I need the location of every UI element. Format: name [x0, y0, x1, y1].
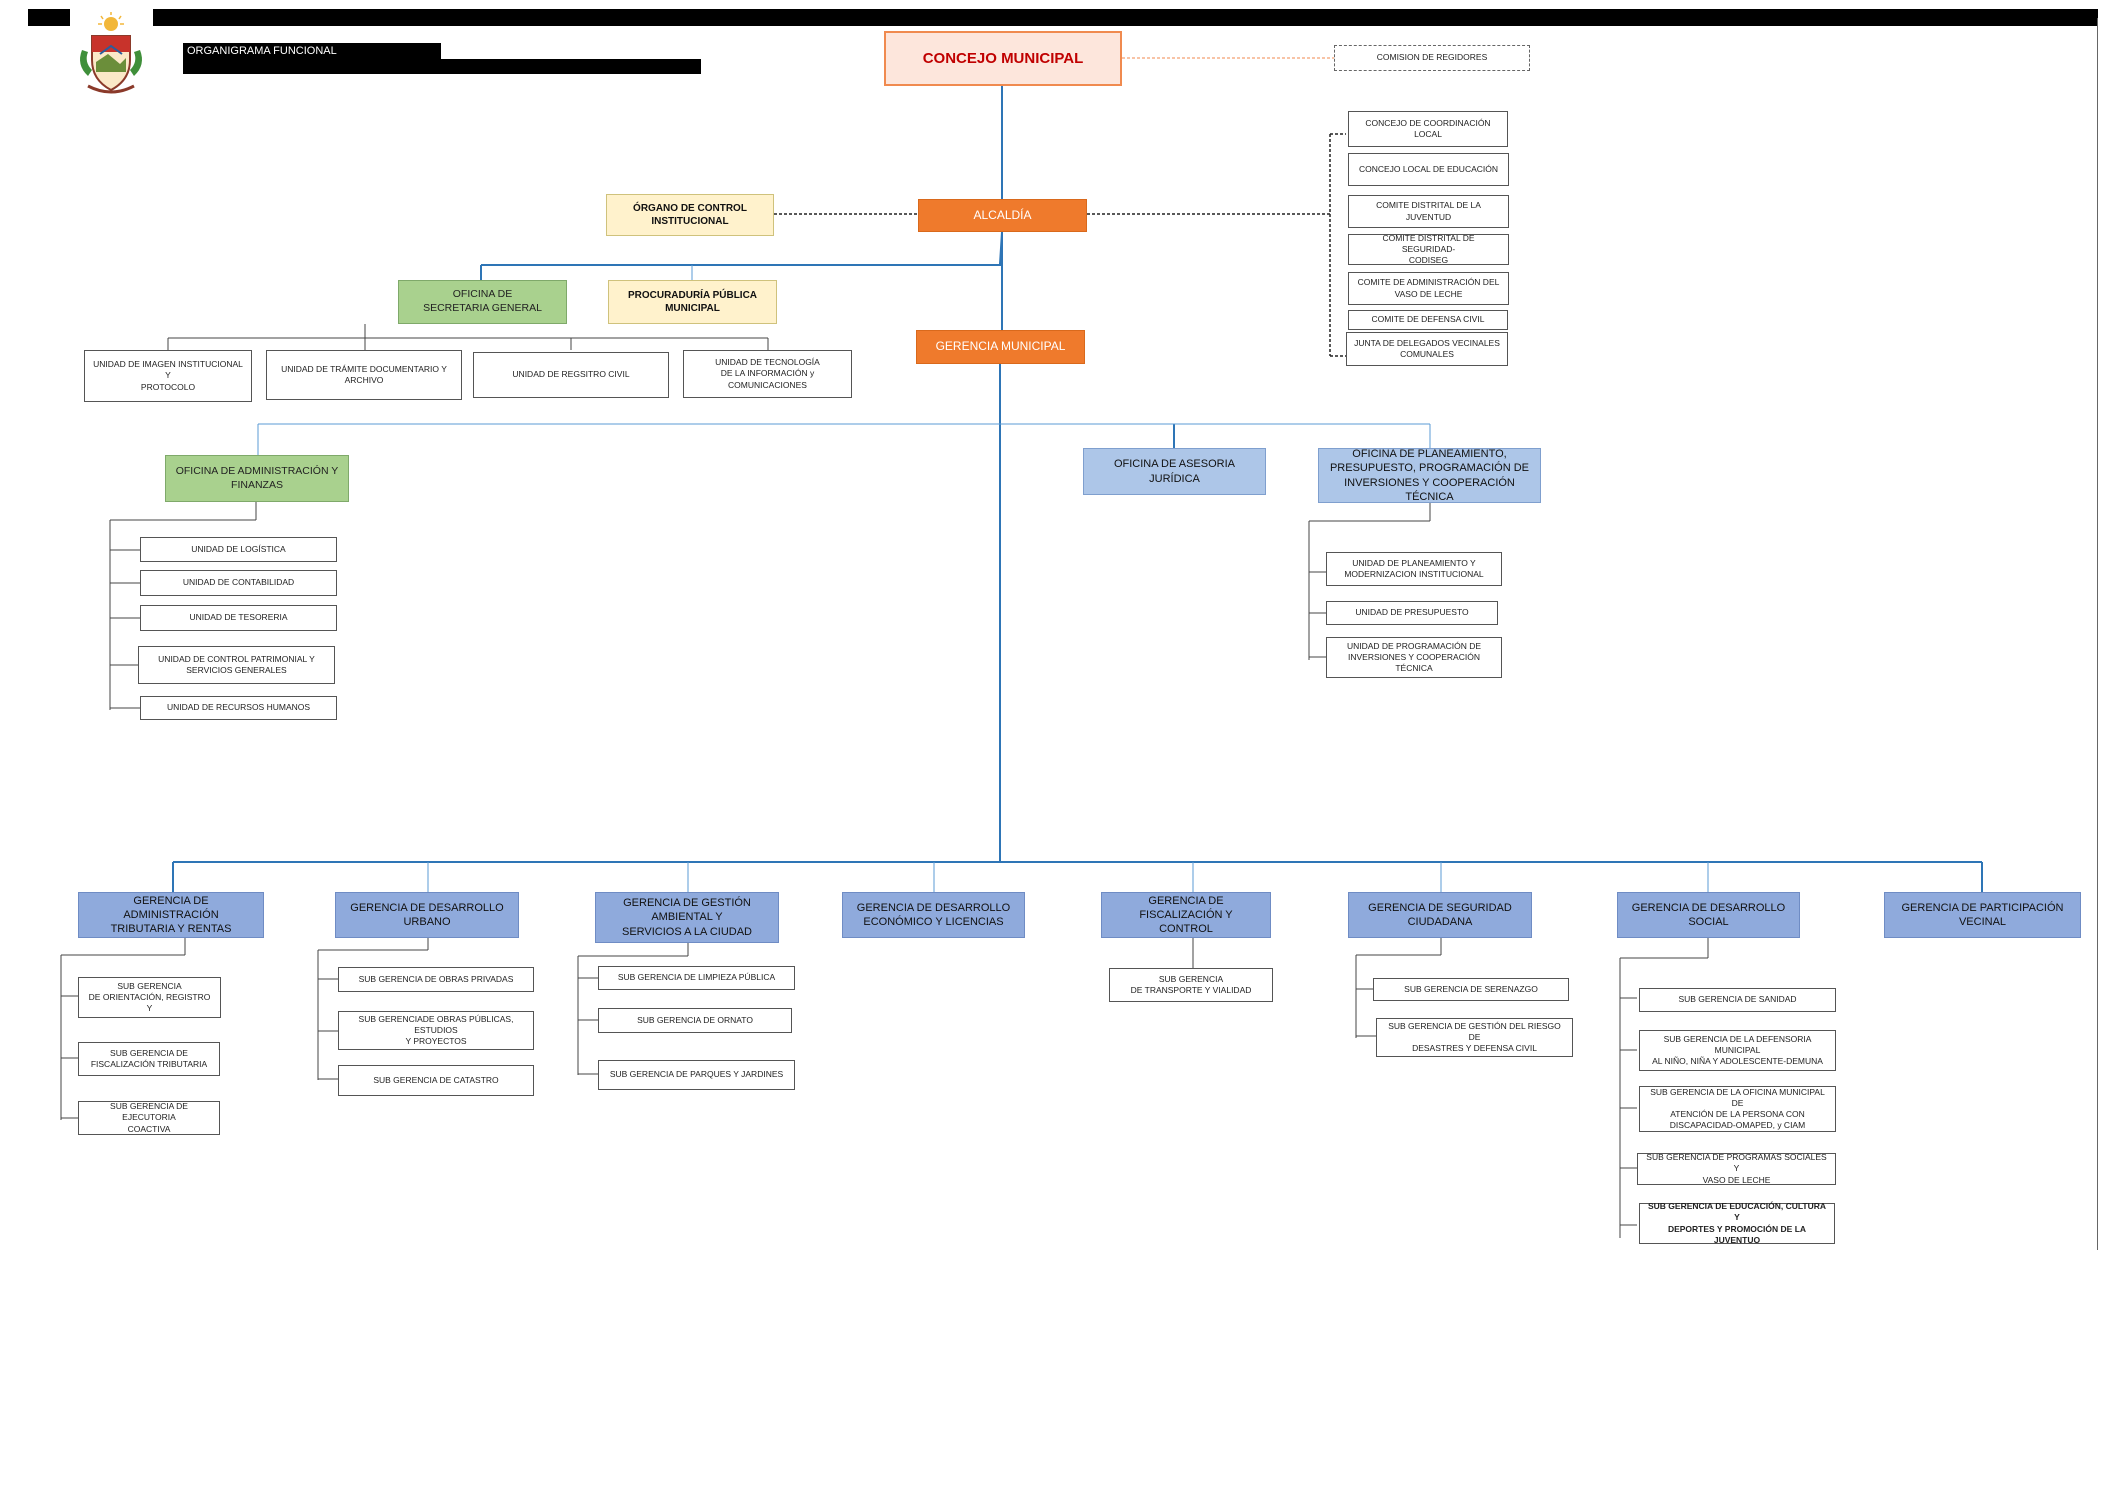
gerencia-box: GERENCIA DE SEGURIDAD CIUDADANA	[1348, 892, 1532, 938]
asesoria-juridica-box: OFICINA DE ASESORIA JURÍDICA	[1083, 448, 1266, 495]
council-item: COMITE DE DEFENSA CIVIL	[1348, 310, 1508, 330]
subgerencia-box: SUB GERENCIA DE GESTIÓN DEL RIESGO DE DE…	[1376, 1018, 1573, 1057]
subgerencia-box: SUB GERENCIA DE ORIENTACIÓN, REGISTRO Y	[78, 977, 221, 1018]
subgerencia-box: SUB GERENCIA DE LIMPIEZA PÚBLICA	[598, 966, 795, 990]
header-bar-left	[28, 9, 70, 26]
secgral-unit: UNIDAD DE TECNOLOGÍA DE LA INFORMACIÓN y…	[683, 350, 852, 398]
subgerencia-box: SUB GERENCIA DE CATASTRO	[338, 1065, 534, 1096]
council-item: COMITE DE ADMINISTRACIÓN DEL VASO DE LEC…	[1348, 272, 1509, 305]
secretaria-general-box: OFICINA DE SECRETARIA GENERAL	[398, 280, 567, 324]
plan-unit: UNIDAD DE PLANEAMIENTO Y MODERNIZACION I…	[1326, 552, 1502, 586]
gerencia-box: GERENCIA DE DESARROLLO URBANO	[335, 892, 519, 938]
gerencia-box: GERENCIA DE DESARROLLO ECONÓMICO Y LICEN…	[842, 892, 1025, 938]
gerencia-box: GERENCIA DE DESARROLLO SOCIAL	[1617, 892, 1800, 938]
plan-unit: UNIDAD DE PROGRAMACIÓN DE INVERSIONES Y …	[1326, 637, 1502, 678]
alcaldia-box: ALCALDÍA	[918, 199, 1087, 232]
subgerencia-box: SUB GERENCIA DE SANIDAD	[1639, 988, 1836, 1012]
secgral-unit: UNIDAD DE REGSITRO CIVIL	[473, 352, 669, 398]
header-subtitle-bar	[183, 59, 701, 74]
administracion-finanzas-box: OFICINA DE ADMINISTRACIÓN Y FINANZAS	[165, 455, 349, 502]
concejo-municipal-box: CONCEJO MUNICIPAL	[884, 31, 1122, 86]
procuraduria-box: PROCURADURÍA PÚBLICA MUNICIPAL	[608, 280, 777, 324]
subgerencia-box: SUB GERENCIA DE PROGRAMAS SOCIALES Y VAS…	[1637, 1152, 1836, 1185]
gerencia-box: GERENCIA DE ADMINISTRACIÓN TRIBUTARIA Y …	[78, 892, 264, 938]
subgerencia-box: SUB GERENCIA DE ORNATO	[598, 1008, 792, 1033]
coat-of-arms-icon	[80, 12, 142, 94]
subgerencia-box: SUB GERENCIA DE EDUCACIÓN, CULTURA Y DEP…	[1639, 1201, 1835, 1245]
secgral-unit: UNIDAD DE IMAGEN INSTITUCIONAL Y PROTOCO…	[84, 350, 252, 402]
plan-unit: UNIDAD DE PRESUPUESTO	[1326, 601, 1498, 625]
subgerencia-box: SUB GERENCIA DE SERENAZGO	[1373, 978, 1569, 1001]
secgral-unit: UNIDAD DE TRÁMITE DOCUMENTARIO Y ARCHIVO	[266, 350, 462, 400]
council-item: CONCEJO LOCAL DE EDUCACIÓN	[1348, 153, 1509, 186]
subgerencia-box: SUB GERENCIA DE TRANSPORTE Y VIALIDAD	[1109, 968, 1273, 1002]
oci-box: ÓRGANO DE CONTROL INSTITUCIONAL	[606, 194, 774, 236]
gerencia-municipal-box: GERENCIA MUNICIPAL	[916, 330, 1085, 364]
subgerencia-box: SUB GERENCIA DE EJECUTORIA COACTIVA	[78, 1101, 220, 1135]
planeamiento-box: OFICINA DE PLANEAMIENTO, PRESUPUESTO, PR…	[1318, 448, 1541, 503]
admin-unit: UNIDAD DE CONTABILIDAD	[140, 570, 337, 596]
gerencia-box: GERENCIA DE GESTIÓN AMBIENTAL Y SERVICIO…	[595, 892, 779, 943]
gerencia-box: GERENCIA DE PARTICIPACIÓN VECINAL	[1884, 892, 2081, 938]
page-right-border	[2097, 18, 2098, 1250]
subgerencia-box: SUB GERENCIA DE PARQUES Y JARDINES	[598, 1060, 795, 1090]
subgerencia-box: SUB GERENCIA DE LA OFICINA MUNICIPAL DE …	[1639, 1086, 1836, 1132]
admin-unit: UNIDAD DE TESORERIA	[140, 605, 337, 631]
comision-regidores-box: COMISION DE REGIDORES	[1334, 45, 1530, 71]
header-bar-main	[153, 9, 2098, 26]
council-item: JUNTA DE DELEGADOS VECINALES COMUNALES	[1346, 332, 1508, 366]
subgerencia-box: SUB GERENCIA DE LA DEFENSORIA MUNICIPAL …	[1639, 1030, 1836, 1071]
chart-title: ORGANIGRAMA FUNCIONAL	[183, 43, 441, 59]
subgerencia-box: SUB GERENCIA DE FISCALIZACIÓN TRIBUTARIA	[78, 1042, 220, 1076]
admin-unit: UNIDAD DE RECURSOS HUMANOS	[140, 696, 337, 720]
council-item: CONCEJO DE COORDINACIÓN LOCAL	[1348, 111, 1508, 147]
admin-unit: UNIDAD DE LOGÍSTICA	[140, 537, 337, 562]
council-item: COMITE DISTRITAL DE LA JUVENTUD	[1348, 195, 1509, 228]
subgerencia-box: SUB GERENCIADE OBRAS PÚBLICAS, ESTUDIOS …	[338, 1011, 534, 1050]
admin-unit: UNIDAD DE CONTROL PATRIMONIAL Y SERVICIO…	[138, 646, 335, 684]
council-item: COMITE DISTRITAL DE SEGURIDAD- CODISEG	[1348, 233, 1509, 265]
gerencia-box: GERENCIA DE FISCALIZACIÓN Y CONTROL	[1101, 892, 1271, 938]
subgerencia-box: SUB GERENCIA DE OBRAS PRIVADAS	[338, 967, 534, 992]
